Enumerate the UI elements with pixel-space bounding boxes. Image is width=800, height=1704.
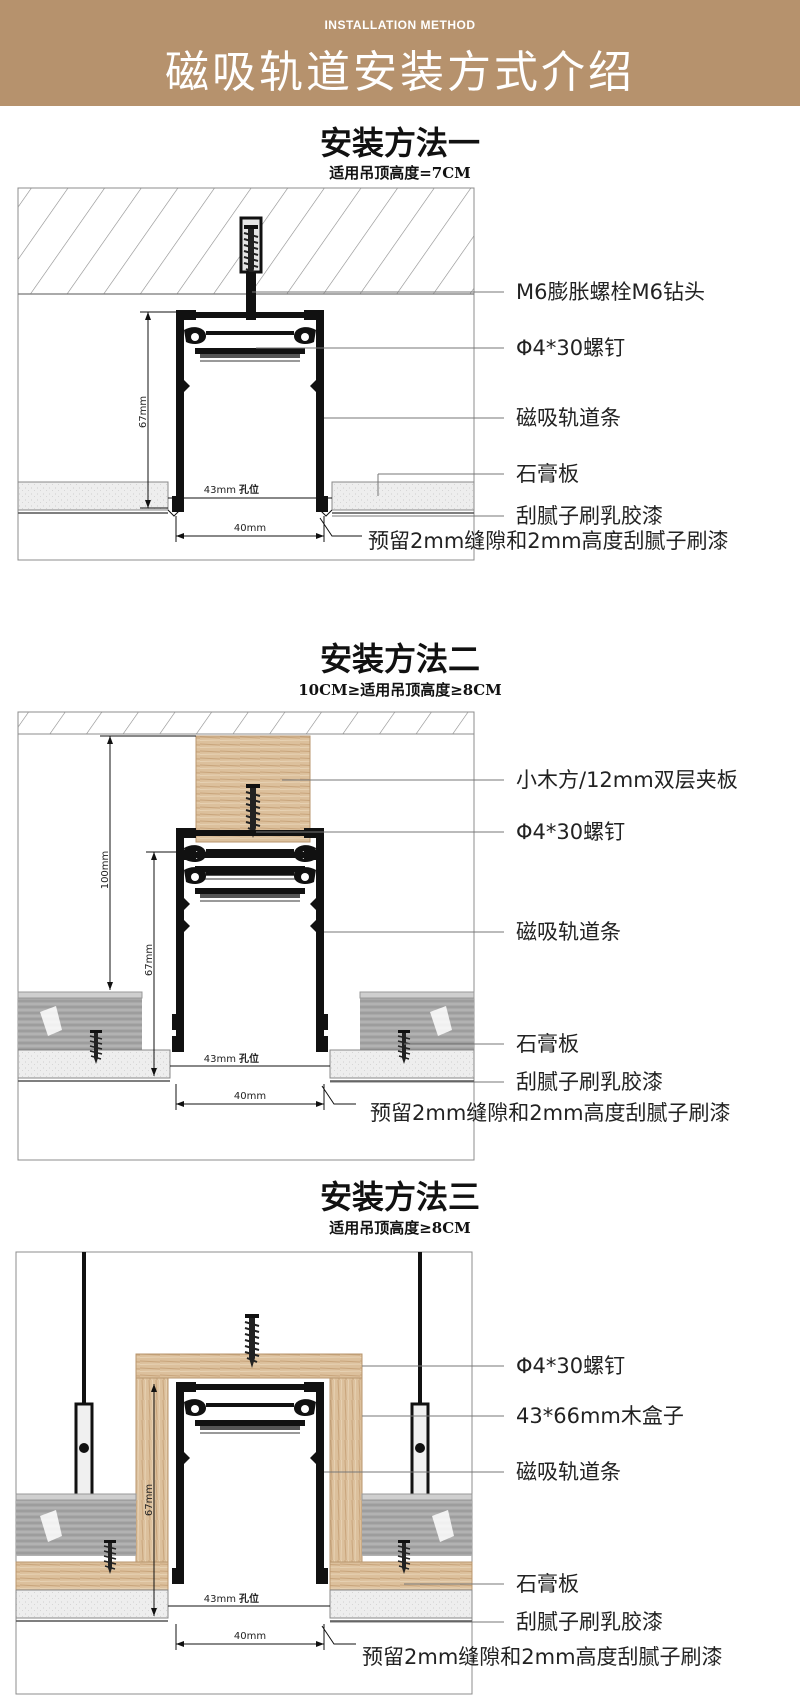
method-3-label-gypsum: 石膏板 xyxy=(516,1572,579,1596)
method-2-dim-total: 100mm xyxy=(100,851,111,890)
method-3-dim-hole: 43mm xyxy=(204,1594,236,1605)
method-2-subtitle: 10CM≥适用吊顶高度≥8CM xyxy=(298,681,502,699)
method-2-label-gypsum: 石膏板 xyxy=(516,1032,579,1056)
method-3-label-wood-box: 43*66mm木盒子 xyxy=(516,1404,684,1428)
method-2-dim-height: 67mm xyxy=(144,944,155,976)
method-1-dim-width: 40mm xyxy=(234,523,266,534)
method-2-diagram: 100mm 67mm 43mm 孔位 40mm 小木方/12mm双层夹板 Φ4*… xyxy=(17,711,738,1161)
method-1-label-gap: 预留2mm缝隙和2mm高度刮腻子刷漆 xyxy=(368,529,729,553)
method-2-label-gap: 预留2mm缝隙和2mm高度刮腻子刷漆 xyxy=(370,1101,731,1125)
method-3-dim-width: 40mm xyxy=(234,1631,266,1642)
method-2-dim-width: 40mm xyxy=(234,1091,266,1102)
method-1-label-putty: 刮腻子刷乳胶漆 xyxy=(516,504,663,528)
method-1-label-track: 磁吸轨道条 xyxy=(516,406,621,430)
method-3-dim-hole-suffix: 孔位 xyxy=(239,1592,259,1605)
method-1-dim-hole: 43mm xyxy=(204,485,236,496)
method-2-label-wood: 小木方/12mm双层夹板 xyxy=(516,768,738,792)
method-3-label-screw: Φ4*30螺钉 xyxy=(516,1354,625,1378)
method-3-label-track: 磁吸轨道条 xyxy=(516,1460,621,1484)
method-2-title: 安装方法二 xyxy=(319,640,480,678)
method-1-subtitle: 适用吊顶高度=7CM xyxy=(329,164,471,182)
method-1-dim-height: 67mm xyxy=(138,396,149,428)
method-2-label-track: 磁吸轨道条 xyxy=(516,920,621,944)
method-1-dim-hole-suffix: 孔位 xyxy=(239,483,259,496)
method-3-subtitle: 适用吊顶高度≥8CM xyxy=(329,1219,471,1237)
method-3-label-gap: 预留2mm缝隙和2mm高度刮腻子刷漆 xyxy=(362,1645,723,1669)
method-2-dim-hole: 43mm xyxy=(204,1054,236,1065)
method-3-diagram: 67mm 43mm 孔位 40mm Φ4*30螺钉 43*66mm木盒子 磁吸轨… xyxy=(15,1251,723,1695)
method-1-label-anchor-bolt: M6膨胀螺栓M6钻头 xyxy=(516,280,705,304)
method-1-diagram: 67mm 43mm 孔位 40mm M6膨胀螺栓M6钻头 Φ4*30螺钉 磁吸轨… xyxy=(17,187,729,561)
method-1-title: 安装方法一 xyxy=(319,124,480,162)
method-3-dim-height: 67mm xyxy=(144,1484,155,1516)
header-subtitle: INSTALLATION METHOD xyxy=(324,18,476,32)
method-3-title: 安装方法三 xyxy=(319,1178,480,1216)
method-1-label-screw: Φ4*30螺钉 xyxy=(516,336,625,360)
method-3-label-putty: 刮腻子刷乳胶漆 xyxy=(516,1610,663,1634)
method-2-label-putty: 刮腻子刷乳胶漆 xyxy=(516,1070,663,1094)
method-2-label-screw: Φ4*30螺钉 xyxy=(516,820,625,844)
header-banner: INSTALLATION METHOD 磁吸轨道安装方式介绍 xyxy=(0,0,800,106)
method-2-dim-hole-suffix: 孔位 xyxy=(239,1052,259,1065)
method-1-label-gypsum: 石膏板 xyxy=(516,462,579,486)
header-title: 磁吸轨道安装方式介绍 xyxy=(165,47,635,98)
